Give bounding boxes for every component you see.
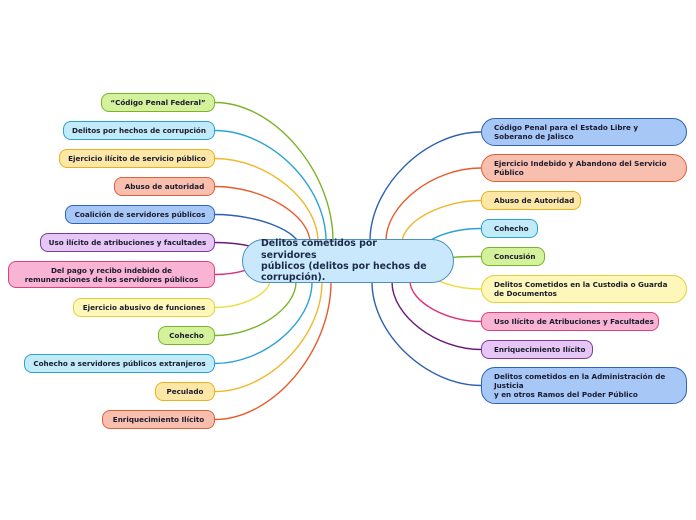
right-connector-1 (385, 167, 482, 242)
right-branch-abuso-de-autoridad[interactable]: Abuso de Autoridad (481, 191, 581, 210)
left-connector-7 (214, 279, 271, 309)
left-branch-cohecho[interactable]: Cohecho (158, 326, 215, 345)
right-connector-0 (369, 131, 482, 242)
right-branch-delitos-cometidos-en-la-administracion-d[interactable]: Delitos cometidos en la Administración d… (481, 367, 687, 404)
left-branch-peculado[interactable]: Peculado (155, 382, 215, 401)
right-branch-cohecho[interactable]: Cohecho (481, 219, 538, 238)
right-branch-concusion[interactable]: Concusión (481, 247, 545, 266)
right-branch-ejercicio-indebido-y-abandono-del-servic[interactable]: Ejercicio Indebido y Abandono del Servic… (481, 154, 687, 182)
right-branch-delitos-cometidos-en-la-custodia-o-guard[interactable]: Delitos Cometidos en la Custodia o Guard… (481, 275, 687, 303)
left-connector-9 (214, 281, 313, 365)
left-branch-coalicion-de-servidores-publicos[interactable]: Coalición de servidores públicos (65, 205, 215, 224)
right-connector-8 (371, 281, 482, 387)
right-branch-uso-ilicito-de-atribuciones-y-facultades[interactable]: Uso Ilícito de Atribuciones y Facultades (481, 312, 659, 331)
left-connector-3 (214, 185, 311, 244)
left-branch-codigo-penal-federal[interactable]: “Código Penal Federal” (101, 93, 215, 112)
left-branch-delitos-por-hechos-de-corrupcion[interactable]: Delitos por hechos de corrupción (63, 121, 215, 140)
right-connector-7 (391, 281, 482, 351)
left-connector-0 (214, 101, 334, 242)
left-connector-2 (214, 157, 319, 243)
left-connector-11 (214, 281, 332, 421)
left-branch-uso-ilicito-de-atribuciones-y-facultades[interactable]: Uso ilícito de atribuciones y facultades (40, 233, 215, 252)
left-branch-cohecho-a-servidores-publicos-extranjero[interactable]: Cohecho a servidores públicos extranjero… (24, 354, 215, 373)
left-branch-enriquecimiento-ilicito[interactable]: Enriquecimiento Ilícito (102, 410, 215, 429)
right-connector-2 (401, 199, 482, 244)
right-connector-4 (449, 255, 482, 259)
left-branch-abuso-de-autoridad[interactable]: Abuso de autoridad (114, 177, 215, 196)
right-connector-6 (409, 280, 482, 323)
left-connector-1 (214, 129, 327, 242)
left-connector-10 (214, 281, 323, 393)
left-branch-del-pago-y-recibo-indebido-de-remuneraci[interactable]: Del pago y recibo indebido de remuneraci… (8, 261, 215, 288)
left-branch-ejercicio-ilicito-de-servicio-publico[interactable]: Ejercicio ilícito de servicio público (59, 149, 215, 168)
central-topic[interactable]: Delitos cometidos por servidores público… (242, 238, 454, 283)
left-connector-8 (214, 281, 297, 337)
left-branch-ejercicio-abusivo-de-funciones[interactable]: Ejercicio abusivo de funciones (73, 298, 215, 317)
right-branch-codigo-penal-para-el-estado-libre-y-sobe[interactable]: Código Penal para el Estado Libre y Sobe… (481, 118, 687, 146)
right-branch-enriquecimiento-ilicito[interactable]: Enriquecimiento Ilícito (481, 340, 593, 359)
